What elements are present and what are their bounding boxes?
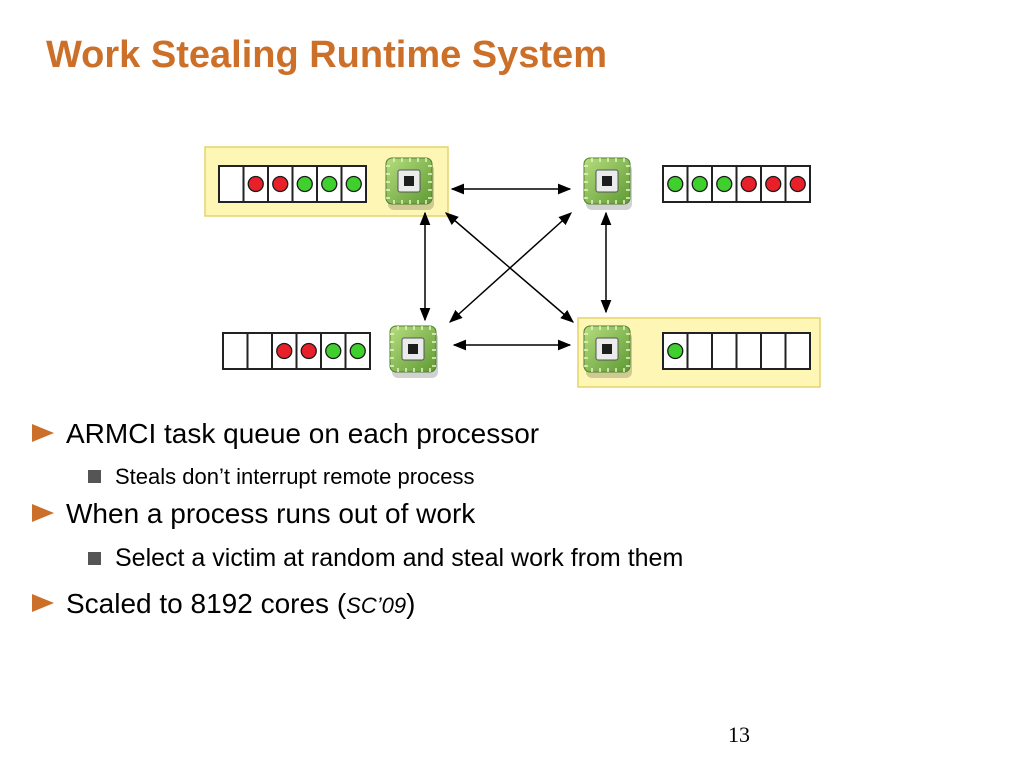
bullet-item: When a process runs out of work	[32, 498, 475, 530]
bullet-text-italic: SC’09	[346, 593, 407, 618]
task-green	[325, 342, 342, 360]
bullet-arrow-icon	[32, 504, 54, 522]
task-red	[789, 175, 806, 193]
task-red	[300, 342, 317, 360]
bullet-text-suffix: )	[406, 588, 416, 619]
processor-chip-icon	[385, 157, 434, 210]
steal-link-arrow	[448, 212, 573, 323]
task-red	[247, 175, 264, 193]
task-red	[276, 342, 293, 360]
sub-bullet-square-icon	[88, 552, 101, 565]
task-green	[667, 175, 684, 193]
page-number: 13	[728, 722, 750, 747]
task-queue-top-right	[662, 165, 811, 203]
task-green	[667, 342, 684, 360]
bullet-arrow-icon	[32, 424, 54, 442]
sub-bullet-item: Select a victim at random and steal work…	[88, 544, 683, 573]
task-green	[345, 175, 362, 193]
bullet-item: Scaled to 8192 cores (SC’09)	[32, 588, 415, 620]
bullet-item: ARMCI task queue on each processor	[32, 418, 539, 450]
processor-chip-icon	[389, 325, 438, 378]
task-green	[716, 175, 733, 193]
bullet-text-prefix: Scaled to 8192 cores (	[66, 588, 347, 619]
task-red	[740, 175, 757, 193]
task-green	[296, 175, 313, 193]
processor-chip-icon	[583, 325, 632, 378]
sub-bullet-text: Steals don’t interrupt remote process	[115, 464, 475, 489]
sub-bullet-square-icon	[88, 470, 101, 483]
bullet-text: When a process runs out of work	[66, 498, 476, 529]
bullet-arrow-icon	[32, 594, 54, 612]
task-green	[321, 175, 338, 193]
task-queue-bottom-left	[222, 332, 371, 370]
processor-chip-icon	[583, 157, 632, 210]
task-queue-top-left	[218, 165, 367, 203]
slide-title: Work Stealing Runtime System	[46, 34, 607, 76]
bullet-text: ARMCI task queue on each processor	[66, 418, 540, 449]
task-queue-bottom-right	[662, 332, 811, 370]
sub-bullet-item: Steals don’t interrupt remote process	[88, 464, 475, 490]
task-red	[765, 175, 782, 193]
task-red	[272, 175, 289, 193]
sub-bullet-text: Select a victim at random and steal work…	[115, 544, 684, 572]
task-green	[691, 175, 708, 193]
work-stealing-diagram	[204, 146, 821, 388]
task-green	[349, 342, 366, 360]
